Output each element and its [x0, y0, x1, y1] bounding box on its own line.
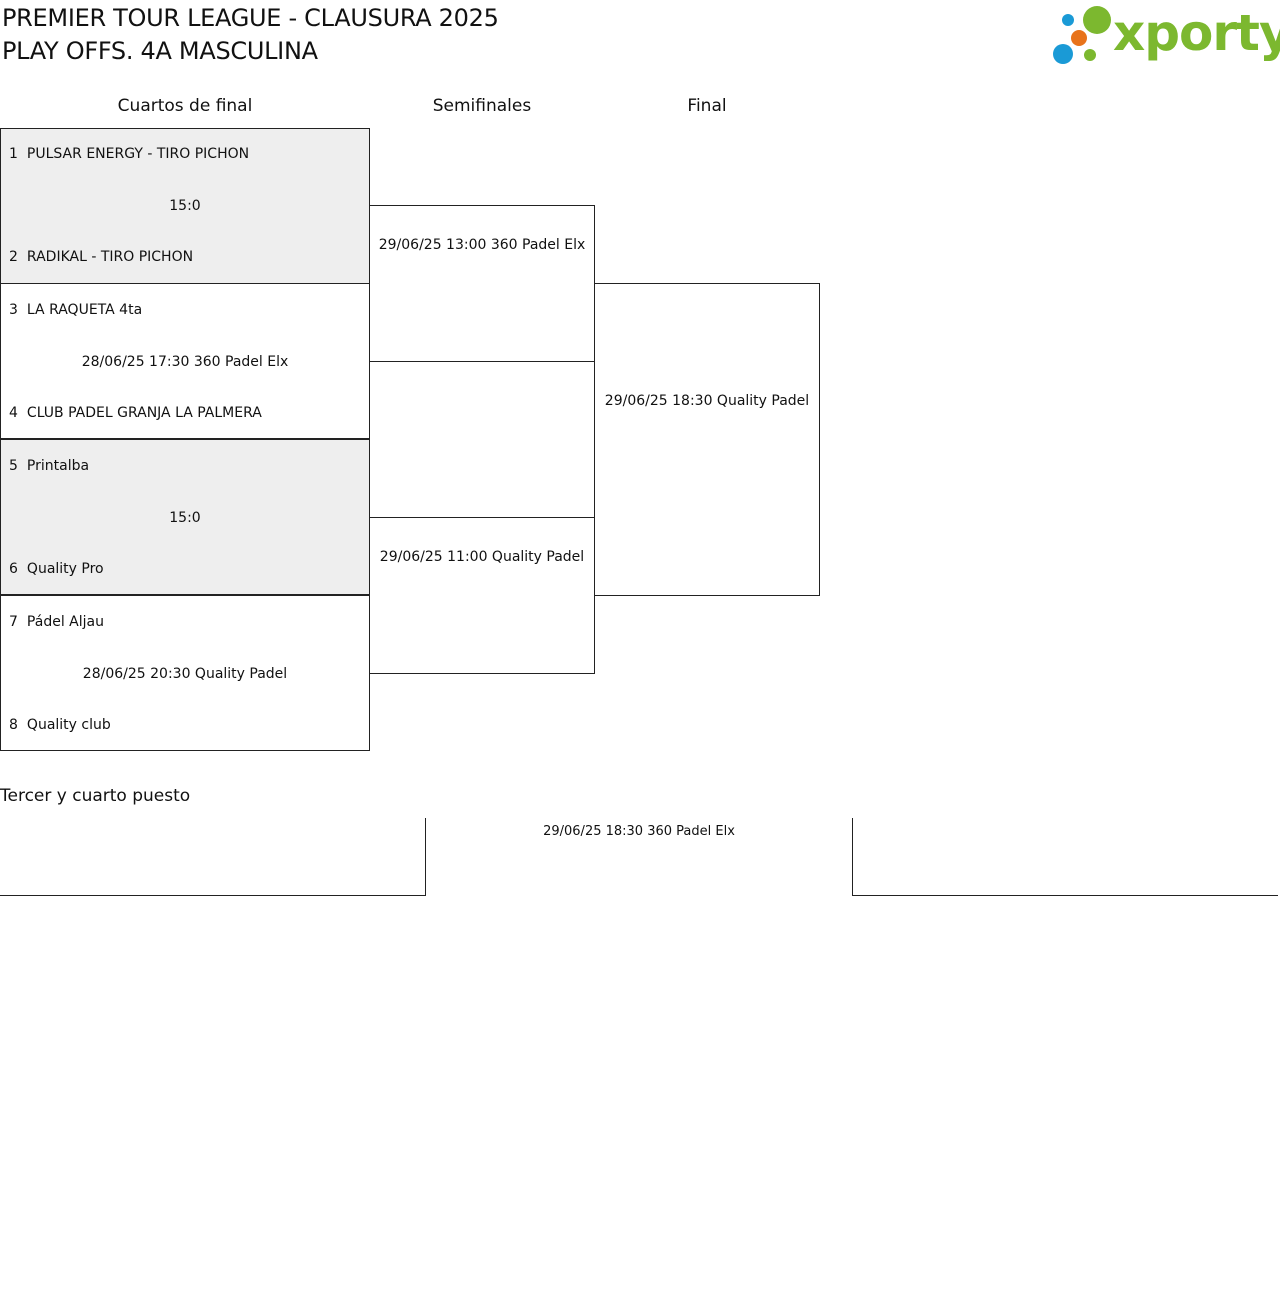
match-schedule: 29/06/25 13:00 360 Padel Elx	[378, 237, 586, 253]
page-subtitle: PLAY OFFS. 4A MASCULINA	[2, 37, 318, 65]
column-quarterfinals: Cuartos de final	[117, 96, 253, 116]
xporty-logo: xporty	[1050, 2, 1280, 68]
third-place-team-a-slot[interactable]	[0, 818, 426, 896]
third-place-team-b-slot[interactable]	[852, 818, 1278, 896]
page-title: PREMIER TOUR LEAGUE - CLAUSURA 2025	[2, 4, 499, 32]
match-schedule: 29/06/25 11:00 Quality Padel	[379, 549, 585, 565]
match-schedule: 29/06/25 18:30 Quality Padel	[604, 393, 810, 409]
match-schedule: 28/06/25 20:30 Quality Padel	[82, 666, 288, 682]
semifinal-match-1[interactable]: 29/06/25 13:00 360 Padel Elx	[369, 205, 595, 362]
column-final: Final	[687, 96, 727, 116]
match-score: 15:0	[169, 510, 201, 526]
final-match[interactable]: 29/06/25 18:30 Quality Padel	[594, 283, 820, 596]
semifinal-match-2[interactable]: 29/06/25 11:00 Quality Padel	[369, 517, 595, 674]
third-place-title: Tercer y cuarto puesto	[0, 786, 191, 806]
match-score: 15:0	[169, 198, 201, 214]
column-semifinals: Semifinales	[432, 96, 532, 116]
logo-dots-icon	[1053, 6, 1111, 64]
third-place-schedule: 29/06/25 18:30 360 Padel Elx	[543, 824, 735, 839]
match-schedule: 28/06/25 17:30 360 Padel Elx	[81, 354, 289, 370]
logo-text: xporty	[1113, 4, 1280, 62]
